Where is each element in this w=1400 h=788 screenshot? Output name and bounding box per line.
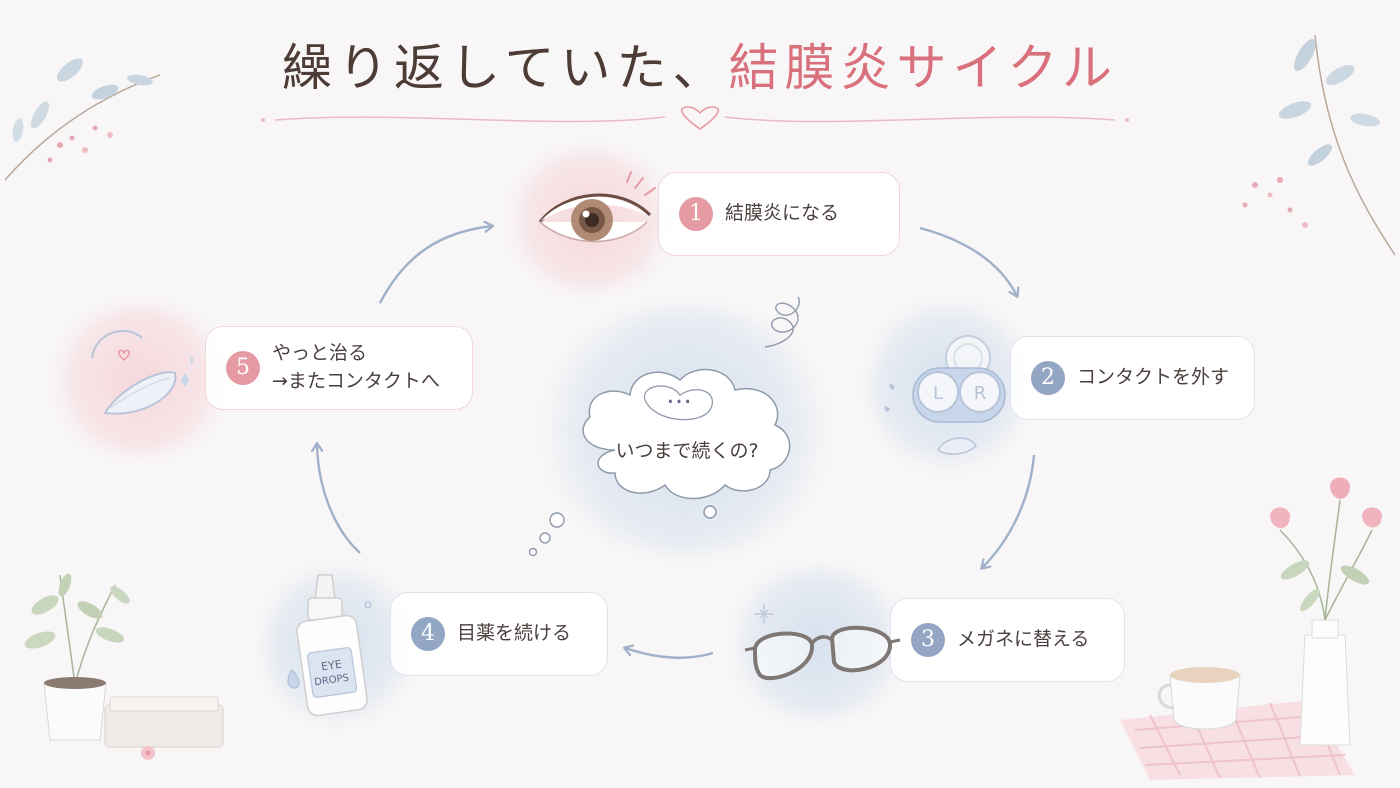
- eye-icon: [538, 171, 656, 243]
- step-4-card: 4 目薬を続ける: [390, 592, 608, 676]
- small-bubbles: [528, 512, 565, 557]
- step-5-label: やっと治る →またコンタクトへ: [272, 340, 440, 395]
- contact-lens-icon: [91, 329, 194, 415]
- eye-drops-label-line1: EYE: [320, 658, 342, 674]
- step-5-badge: 5: [226, 351, 260, 385]
- arrow-5-to-1: [378, 226, 492, 304]
- title-divider: [261, 106, 1129, 130]
- arrow-1-to-2: [919, 226, 1017, 296]
- step-3-card: 3 メガネに替える: [890, 598, 1125, 682]
- eye-drops-label-line2: DROPS: [314, 673, 350, 689]
- leaf-sprig-decoration-top-right: [1242, 34, 1396, 256]
- step-3-badge: 3: [911, 623, 945, 657]
- lens-case-left-mark: L: [933, 383, 943, 404]
- thought-bubble: [582, 368, 791, 519]
- step-5-label-line2: →またコンタクトへ: [272, 370, 440, 392]
- step-4-badge: 4: [411, 617, 445, 651]
- page-title: 繰り返していた、結膜炎サイクル: [0, 28, 1400, 100]
- step-5-card: 5 やっと治る →またコンタクトへ: [205, 326, 473, 410]
- title-prefix: 繰り返していた、: [282, 39, 729, 97]
- step-1-label: 結膜炎になる: [725, 202, 840, 225]
- step-2-label: コンタクトを外す: [1077, 366, 1230, 389]
- lens-case-right-mark: R: [974, 383, 987, 404]
- worry-scribble-icon: [764, 296, 800, 348]
- step-1-badge: 1: [679, 197, 713, 231]
- step-3-label: メガネに替える: [957, 628, 1090, 651]
- arrow-4-to-5: [317, 444, 361, 554]
- glasses-icon: [744, 604, 901, 681]
- leaf-sprig-decoration-top-left: [4, 58, 161, 181]
- step-2-badge: 2: [1031, 361, 1065, 395]
- title-highlight: 結膜炎サイクル: [728, 39, 1118, 97]
- contact-lens-case-icon: L R: [884, 335, 1006, 455]
- center-question: いつまで続くの?: [615, 440, 759, 462]
- tulip-vase-and-tea-decoration: [1120, 477, 1382, 780]
- step-2-card: 2 コンタクトを外す: [1010, 336, 1255, 420]
- arrow-2-to-3: [982, 454, 1036, 568]
- eye-drops-icon: EYE DROPS: [287, 574, 372, 717]
- watercolor-blob-step5: [50, 305, 230, 455]
- step-4-label: 目薬を続ける: [457, 622, 572, 645]
- thought-dots: …: [666, 380, 694, 410]
- step-1-card: 1 結膜炎になる: [658, 172, 900, 256]
- plant-and-book-decoration: [24, 573, 224, 760]
- arrow-3-to-4: [625, 648, 714, 659]
- step-5-label-line1: やっと治る: [272, 342, 368, 365]
